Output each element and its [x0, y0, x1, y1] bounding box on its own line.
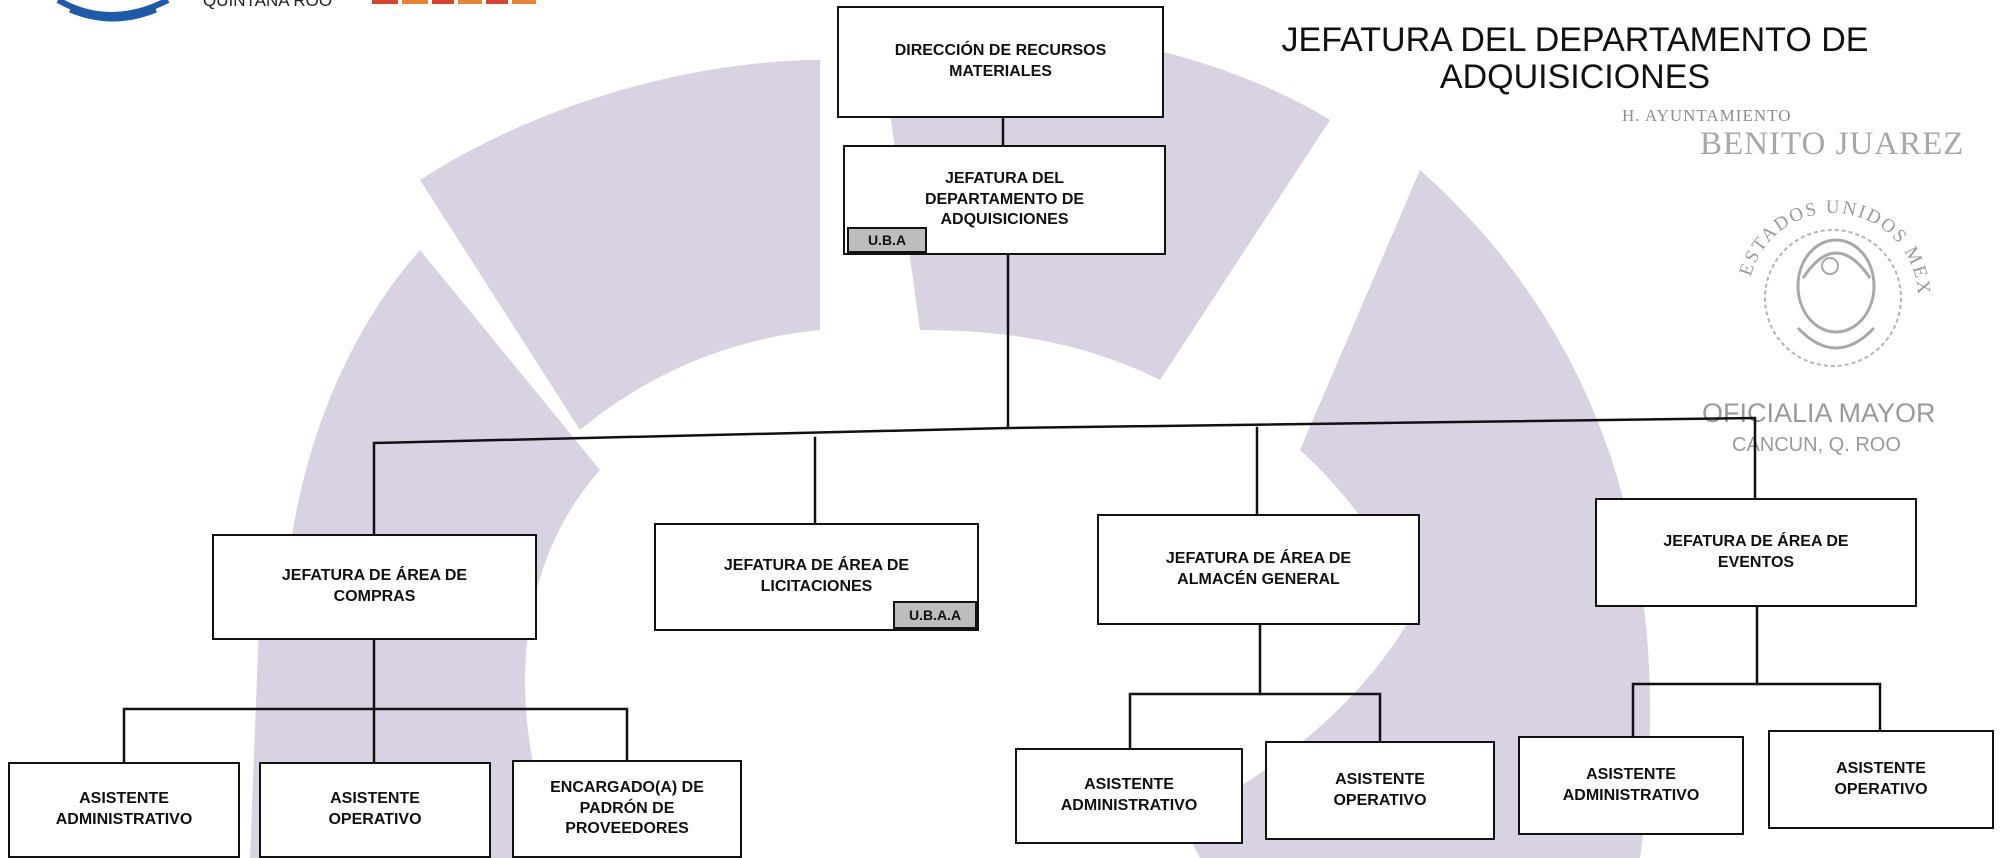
- watermark-petal-upper-left: [420, 60, 820, 430]
- edge-almacen-bus: [1128, 692, 1382, 750]
- stamp-benito-juarez: BENITO JUAREZ: [1700, 126, 1965, 162]
- node-almacen-asistente-operativo: ASISTENTE OPERATIVO: [1265, 741, 1495, 840]
- node-label: ENCARGADO(A) DE PADRÓN DE PROVEEDORES: [550, 778, 704, 838]
- node-direccion-recursos-materiales: DIRECCIÓN DE RECURSOS MATERIALES: [837, 6, 1164, 118]
- node-label: ASISTENTE ADMINISTRATIVO: [55, 790, 193, 828]
- node-label: DIRECCIÓN DE RECURSOS MATERIALES: [894, 42, 1107, 80]
- node-jefatura-area-compras: JEFATURA DE ÁREA DE COMPRAS: [212, 534, 537, 640]
- node-label: JEFATURA DE ÁREA DE EVENTOS: [1663, 532, 1849, 571]
- edge-jefatura-area-bus: [372, 416, 1757, 536]
- node-jefatura-departamento-adquisiciones: JEFATURA DEL DEPARTAMENTO DE ADQUISICION…: [843, 145, 1166, 255]
- node-label: ASISTENTE ADMINISTRATIVO: [1562, 765, 1700, 804]
- flag-stripe-icon: [372, 0, 536, 4]
- edge-eventos-bus: [1631, 682, 1882, 738]
- node-jefatura-area-eventos: JEFATURA DE ÁREA DE EVENTOS: [1595, 498, 1917, 607]
- tag-ubaa: U.B.A.A: [893, 601, 977, 629]
- node-compras-asistente-administrativo: ASISTENTE ADMINISTRATIVO: [8, 762, 240, 858]
- node-jefatura-area-almacen-general: JEFATURA DE ÁREA DE ALMACÉN GENERAL: [1097, 514, 1420, 625]
- node-label: JEFATURA DE ÁREA DE ALMACÉN GENERAL: [1165, 549, 1352, 588]
- watermark-petal-right: [1300, 170, 1651, 858]
- tag-uba: U.B.A: [847, 227, 927, 253]
- node-almacen-asistente-administrativo: ASISTENTE ADMINISTRATIVO: [1015, 748, 1243, 844]
- page-title-line-1: JEFATURA DEL DEPARTAMENTO DE: [1281, 21, 1869, 59]
- quintana-roo-logo-icon: [56, 0, 170, 22]
- logo-text: QUINTANA ROO: [203, 0, 333, 10]
- stamp-cancun: CANCUN, Q. ROO: [1732, 434, 1901, 456]
- page-title: JEFATURA DEL DEPARTAMENTO DE ADQUISICION…: [1280, 21, 1870, 97]
- node-eventos-asistente-administrativo: ASISTENTE ADMINISTRATIVO: [1518, 736, 1744, 835]
- node-compras-encargado-padron-proveedores: ENCARGADO(A) DE PADRÓN DE PROVEEDORES: [512, 760, 742, 858]
- node-eventos-asistente-operativo: ASISTENTE OPERATIVO: [1768, 730, 1994, 829]
- node-label: JEFATURA DE ÁREA DE COMPRAS: [281, 567, 468, 605]
- node-jefatura-area-licitaciones: JEFATURA DE ÁREA DE LICITACIONES U.B.A.A: [654, 523, 979, 631]
- page-title-line-2: ADQUISICIONES: [1439, 58, 1711, 97]
- node-label: ASISTENTE OPERATIVO: [1333, 770, 1427, 809]
- node-label: JEFATURA DEL DEPARTAMENTO DE ADQUISICION…: [924, 169, 1085, 229]
- mexican-seal-icon: ESTADOS UNIDOS MEXICANOS: [1718, 168, 1932, 367]
- node-label: ASISTENTE OPERATIVO: [328, 790, 422, 828]
- node-label: JEFATURA DE ÁREA DE LICITACIONES: [723, 557, 910, 595]
- stamp-oficialia-mayor: OFICIALIA MAYOR: [1702, 398, 1936, 428]
- stamp-ayuntamiento: H. AYUNTAMIENTO: [1622, 106, 1792, 125]
- edge-compras-bus: [122, 707, 629, 764]
- node-compras-asistente-operativo: ASISTENTE OPERATIVO: [259, 762, 491, 858]
- node-label: ASISTENTE ADMINISTRATIVO: [1060, 776, 1198, 814]
- node-label: ASISTENTE OPERATIVO: [1834, 759, 1928, 798]
